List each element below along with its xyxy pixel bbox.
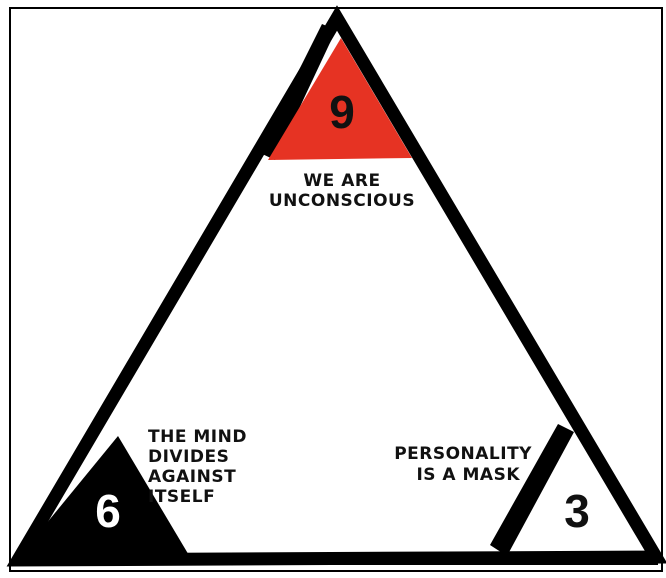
top-caption-line-2: UNCONSCIOUS [269,191,415,211]
right-black-mask-bar [490,424,574,556]
left-black-triangle [14,436,190,563]
left-caption-line-1: THE MIND [148,427,247,447]
number-9: 9 [329,86,355,138]
top-caption-line-1: WE ARE [303,171,380,191]
top-black-band [258,24,336,160]
number-3: 3 [564,485,590,537]
left-caption-line-2: DIVIDES [148,447,229,467]
number-6: 6 [95,485,121,537]
top-red-triangle [268,38,412,160]
left-caption-line-3: AGAINST [148,467,236,487]
right-caption-line-1: PERSONALITY [394,444,532,464]
right-caption-line-2: IS A MASK [416,465,520,485]
left-caption-line-4: ITSELF [148,487,215,507]
